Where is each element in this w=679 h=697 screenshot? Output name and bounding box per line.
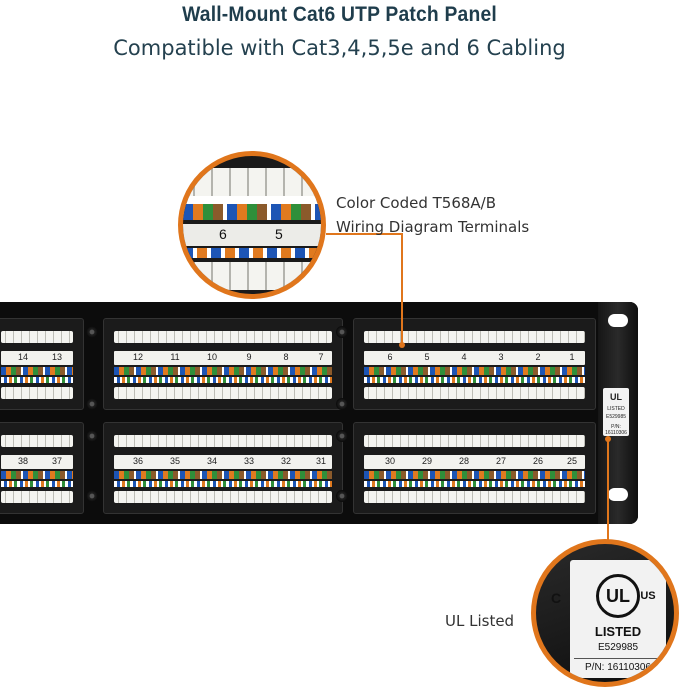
callout-pointer-line	[326, 233, 402, 235]
zoom-ul-label: C UL US LISTED E529985 P/N: 16110306	[531, 539, 679, 687]
callout-ul: UL Listed	[445, 612, 515, 630]
port-number: 2	[535, 352, 541, 362]
page-subtitle: Compatible with Cat3,4,5,5e and 6 Cablin…	[113, 36, 566, 60]
port-number: 11	[170, 352, 180, 362]
ul-logo-icon: UL	[596, 574, 640, 618]
callout-pointer-dot	[399, 342, 405, 348]
port-number: 30	[384, 456, 395, 466]
screw-icon	[336, 398, 348, 410]
port-number: 36	[132, 456, 143, 466]
screw-icon	[86, 326, 98, 338]
module-top-right: 6 5 4 3 2 1	[353, 318, 596, 410]
port-number: 34	[206, 456, 217, 466]
screw-icon	[86, 398, 98, 410]
ul-c-mark: C	[550, 590, 562, 606]
callout-wiring-line2: Wiring Diagram Terminals	[336, 218, 530, 236]
port-number: 13	[51, 352, 62, 362]
ul-mark-small: UL	[610, 392, 622, 402]
port-number: 26	[532, 456, 543, 466]
module-bottom-left: 38 37	[0, 422, 84, 514]
port-number: 5	[424, 352, 430, 362]
port-number: 8	[283, 352, 289, 362]
port-number: 32	[280, 456, 291, 466]
ul-file-small: E529985	[605, 414, 627, 420]
ul-pn-small: P/N: 16110306	[605, 424, 627, 436]
module-bottom-middle: 36 35 34 33 32 31	[103, 422, 343, 514]
port-number: 31	[315, 456, 326, 466]
zoom-port-number: 5	[275, 226, 283, 242]
port-number: 3	[498, 352, 504, 362]
ul-file-number: E529985	[597, 642, 639, 653]
ul-us-mark: US	[640, 590, 656, 602]
port-number: 37	[51, 456, 62, 466]
mounting-slot	[608, 488, 628, 501]
port-number: 6	[387, 352, 393, 362]
port-number: 10	[206, 352, 217, 362]
port-number: 38	[17, 456, 28, 466]
ul-label-badge: C UL US LISTED E529985 P/N: 16110306	[551, 560, 666, 678]
screw-icon	[336, 326, 348, 338]
port-number: 33	[243, 456, 254, 466]
port-number: 25	[566, 456, 577, 466]
port-number: 12	[132, 352, 143, 362]
callout-wiring: Color Coded T568A/B Wiring Diagram Termi…	[336, 191, 529, 239]
port-number: 1	[569, 352, 575, 362]
callout-pointer-dot	[605, 436, 611, 442]
port-number: 7	[318, 352, 324, 362]
port-number: 9	[246, 352, 252, 362]
module-top-left: 14 13	[0, 318, 84, 410]
port-number: 4	[461, 352, 467, 362]
ul-listed-text: LISTED	[594, 624, 642, 639]
zoom-wiring-terminals: 6 5	[178, 151, 326, 299]
callout-wiring-line1: Color Coded T568A/B	[336, 194, 497, 212]
page-title: Wall-Mount Cat6 UTP Patch Panel	[182, 3, 497, 26]
ul-listed-small: LISTED	[607, 406, 625, 412]
port-number: 28	[458, 456, 469, 466]
screw-icon	[336, 430, 348, 442]
zoom-port-number: 6	[219, 226, 227, 242]
module-bottom-right: 30 29 28 27 26 25	[353, 422, 596, 514]
callout-pointer-line	[401, 233, 403, 345]
screw-icon	[86, 430, 98, 442]
screw-icon	[86, 490, 98, 502]
mounting-slot	[608, 314, 628, 327]
callout-pointer-line	[607, 438, 609, 542]
screw-icon	[336, 490, 348, 502]
module-top-middle: 12 11 10 9 8 7	[103, 318, 343, 410]
port-number: 14	[17, 352, 28, 362]
ul-sticker: UL LISTED E529985 P/N: 16110306	[603, 388, 629, 436]
port-number: 35	[169, 456, 180, 466]
port-number: 29	[421, 456, 432, 466]
port-number: 27	[495, 456, 506, 466]
part-number: P/N: 16110306	[585, 662, 651, 673]
